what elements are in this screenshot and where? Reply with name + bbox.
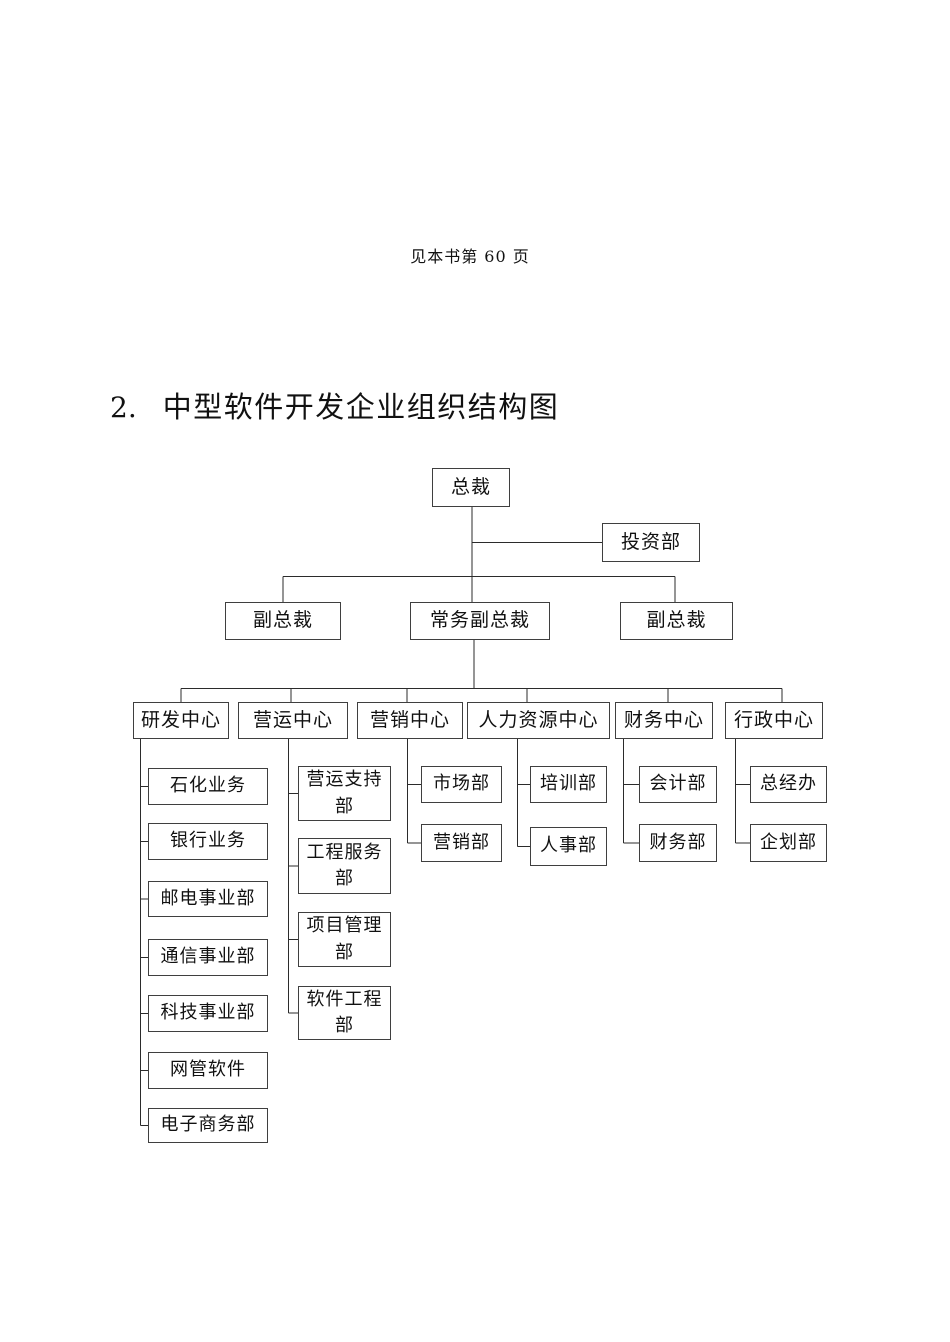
org-node-gm-office: 总经办 bbox=[750, 766, 827, 803]
org-node-engineering-service: 工程服务部 bbox=[298, 838, 391, 894]
org-node-planning-dept: 企划部 bbox=[750, 824, 827, 862]
org-node-admin-center: 行政中心 bbox=[725, 702, 823, 739]
org-node-investment-dept: 投资部 bbox=[602, 523, 700, 562]
section-heading: 2. 中型软件开发企业组织结构图 bbox=[110, 384, 559, 426]
org-node-communication: 通信事业部 bbox=[148, 939, 268, 976]
org-node-scitech: 科技事业部 bbox=[148, 995, 268, 1032]
org-node-personnel-dept: 人事部 bbox=[530, 827, 607, 866]
org-node-vp-2: 副总裁 bbox=[620, 602, 733, 640]
org-node-network-software: 网管软件 bbox=[148, 1052, 268, 1089]
org-node-petrochemical: 石化业务 bbox=[148, 768, 268, 805]
org-node-finance-dept: 财务部 bbox=[639, 824, 717, 862]
heading-title: 中型软件开发企业组织结构图 bbox=[162, 390, 560, 424]
org-node-ops-support: 营运支持部 bbox=[298, 766, 391, 821]
heading-number: 2. bbox=[110, 391, 137, 424]
org-node-finance-center: 财务中心 bbox=[615, 702, 713, 739]
org-node-project-management: 项目管理部 bbox=[298, 912, 391, 967]
org-node-president: 总裁 bbox=[432, 468, 510, 507]
org-node-software-engineering: 软件工程部 bbox=[298, 986, 391, 1040]
org-node-sales-dept: 营销部 bbox=[421, 824, 502, 862]
org-node-evp: 常务副总裁 bbox=[410, 602, 550, 640]
org-node-post-telecom: 邮电事业部 bbox=[148, 881, 268, 917]
org-node-ops-center: 营运中心 bbox=[238, 702, 348, 739]
org-node-marketing-center: 营销中心 bbox=[357, 702, 463, 739]
org-node-vp-1: 副总裁 bbox=[225, 602, 341, 640]
org-node-market-dept: 市场部 bbox=[421, 766, 502, 803]
org-node-rd-center: 研发中心 bbox=[133, 702, 229, 739]
page-note: 见本书第 60 页 bbox=[410, 247, 530, 266]
org-node-ecommerce: 电子商务部 bbox=[148, 1108, 268, 1143]
org-node-accounting-dept: 会计部 bbox=[639, 766, 717, 803]
org-node-banking: 银行业务 bbox=[148, 823, 268, 860]
org-node-training-dept: 培训部 bbox=[530, 766, 607, 803]
org-node-hr-center: 人力资源中心 bbox=[467, 702, 610, 739]
